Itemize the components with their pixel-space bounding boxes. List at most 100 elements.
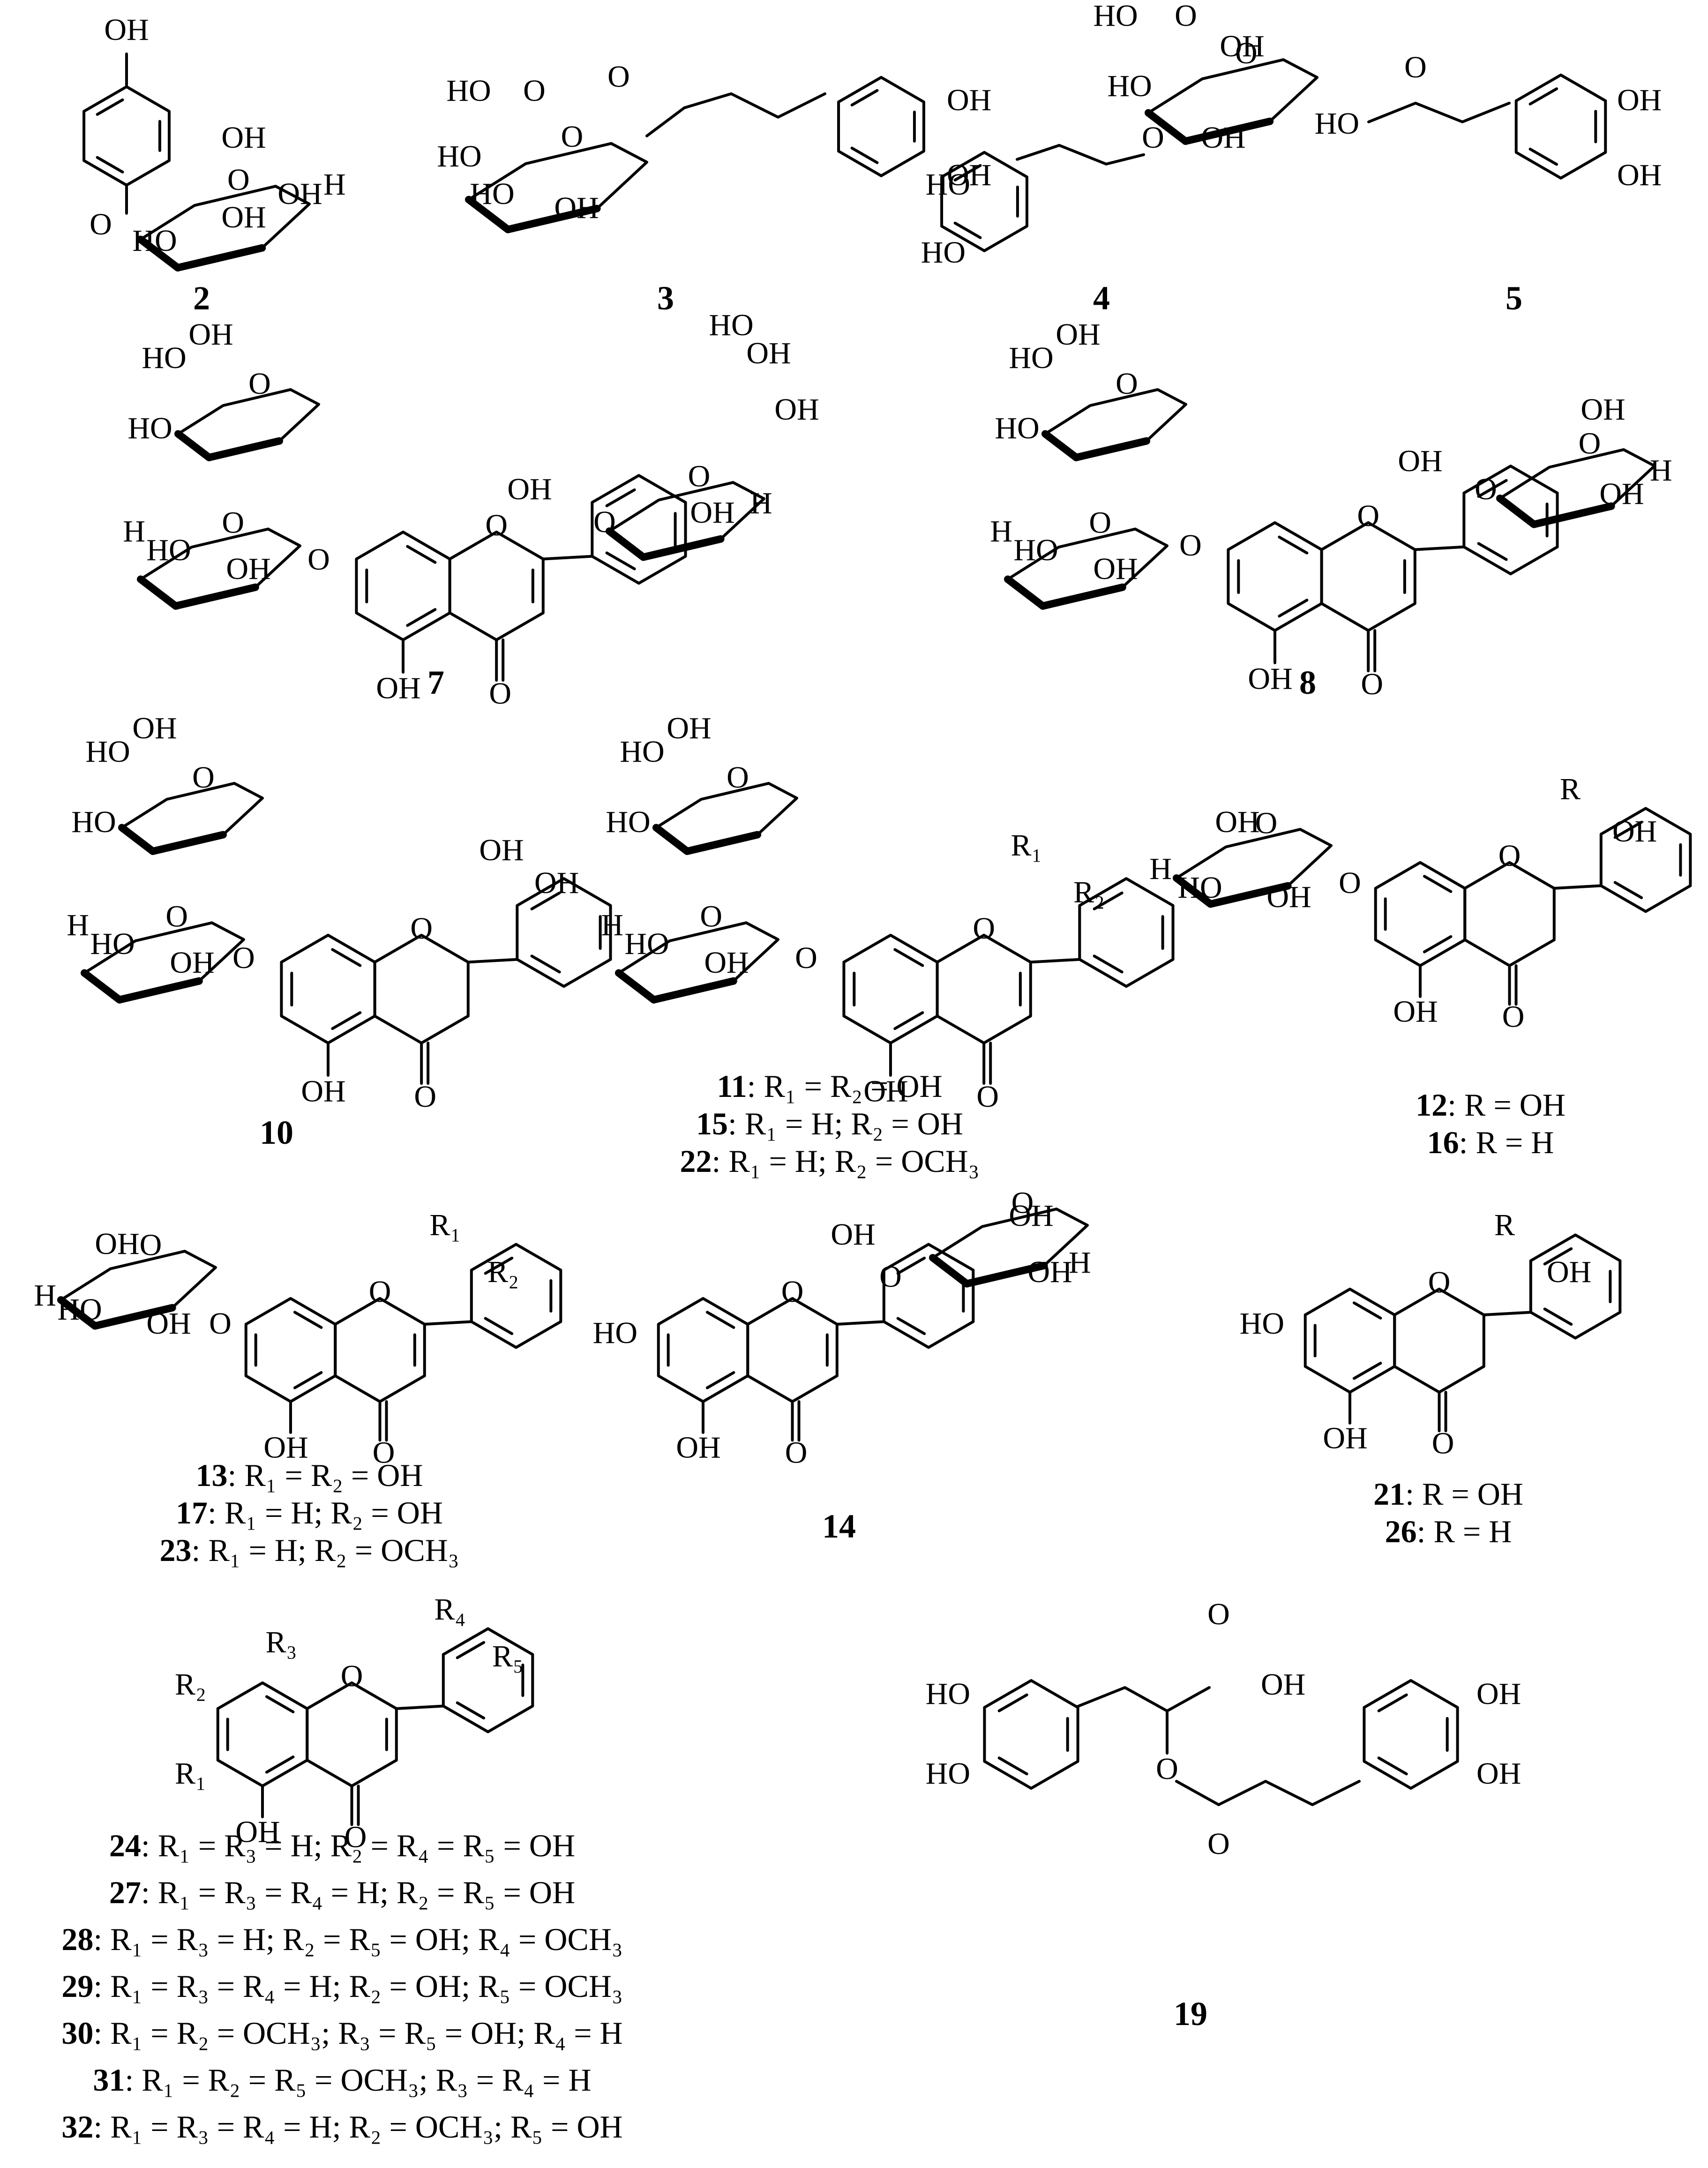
atom-label: OH — [1581, 392, 1625, 427]
atom-label: O — [1339, 866, 1361, 900]
bond — [1613, 881, 1643, 900]
bond — [1599, 807, 1692, 913]
bond — [306, 1681, 398, 1787]
atom-label: O — [345, 1820, 367, 1854]
bond — [1041, 430, 1080, 461]
atom-label: O — [1502, 1000, 1525, 1034]
atom-label: R₂ — [1073, 875, 1105, 909]
bond — [896, 1256, 926, 1275]
atom-label: OH — [507, 472, 552, 506]
substituent-caption: 28: R₁ = R₃ = H; R₂ = R₅ = OH; R₄ = OCH₃ — [61, 1921, 622, 1957]
bond — [1072, 437, 1150, 461]
atom-label: OH — [667, 711, 711, 745]
bond — [936, 934, 1032, 1044]
bond — [82, 85, 171, 187]
atom-label: OH — [235, 1815, 280, 1849]
atom-label: OH — [746, 336, 791, 370]
atom-label: O — [1361, 667, 1383, 701]
atom-label: OH — [1093, 552, 1138, 586]
bond — [1145, 109, 1190, 145]
bond — [174, 430, 213, 461]
bond — [171, 1250, 217, 1309]
atom-label: R₁ — [1011, 828, 1042, 863]
bond — [293, 1311, 323, 1329]
bond — [615, 969, 658, 1004]
atom-label: OH — [277, 177, 322, 211]
bond — [293, 1371, 323, 1389]
bond — [118, 824, 157, 855]
atom-label: HO — [90, 927, 135, 961]
bond — [850, 89, 879, 107]
compound-number: 8 — [1299, 664, 1316, 701]
ring-oxygen: O — [561, 120, 584, 154]
ring-oxygen: O — [1579, 426, 1601, 460]
bond — [1529, 1233, 1622, 1340]
substituent-caption: 26: R = H — [1385, 1514, 1512, 1549]
bond — [57, 1296, 99, 1330]
bond — [1613, 820, 1643, 839]
bond — [1278, 599, 1309, 618]
substituent-caption: 11: R₁ = R₂ = OH — [717, 1068, 942, 1104]
atom-label: O — [1432, 1426, 1454, 1461]
atom-label: O — [1404, 50, 1427, 84]
bond — [265, 1755, 295, 1774]
atom-label: O — [1207, 1827, 1230, 1861]
ring-oxygen: O — [1011, 1185, 1034, 1220]
bond — [1016, 144, 1145, 165]
atom-label: O — [1207, 1597, 1230, 1631]
atom-label: OH — [263, 1431, 308, 1465]
bond — [683, 831, 761, 855]
atom-label: OH — [831, 1217, 875, 1252]
bond — [516, 877, 612, 988]
bond — [1175, 828, 1302, 880]
atom-label: R₅ — [492, 1639, 524, 1673]
bond — [395, 1704, 445, 1710]
bond — [423, 1320, 473, 1326]
atom-label: HO — [620, 735, 664, 769]
atom-label: O — [90, 207, 112, 241]
ring-oxygen: O — [1255, 806, 1278, 840]
bond — [139, 527, 270, 581]
atom-label: OH — [1220, 29, 1264, 63]
bond — [1393, 1288, 1485, 1394]
bond — [756, 782, 798, 836]
bond — [261, 185, 311, 249]
atom-label: OH — [188, 317, 233, 352]
atom-label: HO — [57, 1292, 102, 1327]
bond — [837, 76, 925, 177]
atom-label: HO — [437, 139, 481, 173]
bond — [683, 92, 826, 119]
ring-oxygen: O — [973, 911, 995, 945]
compound-number: 7 — [427, 664, 444, 701]
atom-label: H — [1149, 852, 1172, 886]
atom-label: OH — [479, 833, 524, 867]
bond — [1352, 1362, 1382, 1380]
bond — [1206, 882, 1292, 908]
bond — [115, 977, 203, 1004]
bond — [893, 948, 924, 967]
bond — [850, 146, 879, 164]
atom-label: OH — [104, 13, 149, 47]
bond — [1543, 1247, 1573, 1266]
atom-label: HO — [1177, 870, 1222, 905]
ring-oxygen: O — [1428, 1265, 1451, 1299]
bond — [1552, 884, 1603, 890]
atom-label: HO — [127, 411, 172, 445]
atom-label: HO — [624, 927, 669, 961]
bond — [484, 1256, 514, 1275]
bond — [940, 151, 1028, 252]
atom-label: H — [1650, 453, 1672, 488]
bond — [1463, 861, 1556, 967]
bond — [139, 185, 277, 241]
bond — [205, 437, 283, 461]
bond — [60, 1250, 186, 1302]
bond — [1077, 1686, 1169, 1712]
atom-label: HO — [995, 411, 1039, 445]
